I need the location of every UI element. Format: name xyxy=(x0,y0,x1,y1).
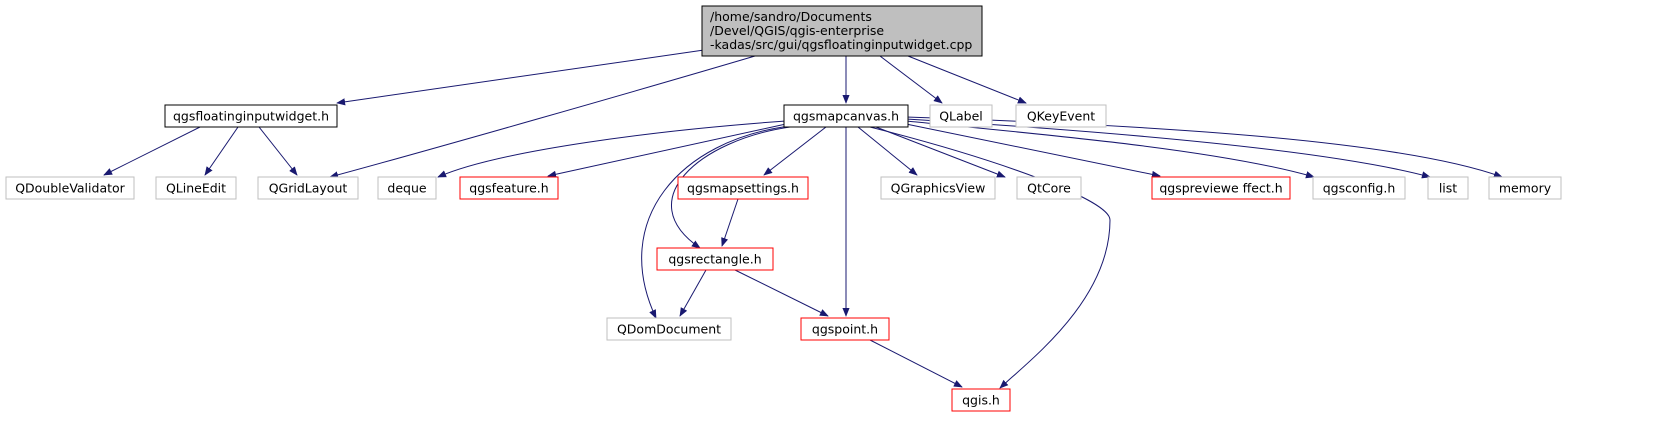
node-qgis-h[interactable]: qgis.h xyxy=(951,388,1011,412)
node-box xyxy=(257,176,359,200)
edge-qgsrectangle-h-to-qgspoint-h xyxy=(734,269,829,317)
edge-qgsmapsettings-h-to-qgsrectangle-h xyxy=(721,198,739,247)
edge-qgsmapcanvas-h-to-qtcore xyxy=(875,126,1006,178)
edge-root-to-qgridlayout xyxy=(329,55,756,179)
node-qgspreviewe-ffect-h[interactable]: qgspreviewe ffect.h xyxy=(1151,176,1291,200)
node-qgridlayout: QGridLayout xyxy=(257,176,359,200)
edge-qgsmapcanvas-h-to-qgspreviewe-ffect-h xyxy=(905,123,1161,178)
node-label: qgsconfig.h xyxy=(1323,181,1396,196)
node-label: qgis.h xyxy=(962,393,1000,408)
edge-qgsmapcanvas-h-to-qgsconfig-h xyxy=(905,120,1315,179)
node-box xyxy=(377,176,437,200)
edge-qgsmapcanvas-h-to-qgis-h xyxy=(869,126,1111,389)
node-label: QtCore xyxy=(1027,181,1071,196)
node-box xyxy=(606,317,732,341)
node-qgsrectangle-h[interactable]: qgsrectangle.h xyxy=(656,247,774,271)
edge-qgsfloatinginputwidget-h-to-qgridlayout xyxy=(258,126,298,176)
edge-qgsmapcanvas-h-to-qgraphicsview xyxy=(857,126,918,176)
node-box xyxy=(783,104,909,128)
node-label: QDoubleValidator xyxy=(15,181,125,196)
node-label: list xyxy=(1439,181,1457,196)
node-label: QGraphicsView xyxy=(891,181,986,196)
node-root-label-line: /Devel/QGIS/qgis-enterprise xyxy=(710,23,884,38)
node-box xyxy=(951,388,1011,412)
node-qgspoint-h[interactable]: qgspoint.h xyxy=(800,317,890,341)
edges-layer xyxy=(103,49,1503,389)
node-box xyxy=(155,176,237,200)
node-label: qgsmapsettings.h xyxy=(687,181,799,196)
node-qlineedit: QLineEdit xyxy=(155,176,237,200)
node-label: qgsfeature.h xyxy=(469,181,548,196)
node-box xyxy=(677,176,809,200)
node-root-label-line: -kadas/src/gui/qgsfloatinginputwidget.cp… xyxy=(710,37,972,52)
node-label: qgsmapcanvas.h xyxy=(793,109,899,124)
node-box xyxy=(1488,176,1562,200)
node-qgsfloatinginputwidget-h[interactable]: qgsfloatinginputwidget.h xyxy=(164,104,338,128)
node-label: qgspoint.h xyxy=(812,322,878,337)
node-box xyxy=(929,104,993,128)
node-root-box xyxy=(701,5,983,57)
node-box xyxy=(1016,176,1082,200)
node-qdoublevalidator: QDoubleValidator xyxy=(5,176,135,200)
edge-root-to-qgsfloatinginputwidget-h xyxy=(336,49,705,106)
node-box xyxy=(5,176,135,200)
node-label: QLineEdit xyxy=(166,181,226,196)
node-box xyxy=(800,317,890,341)
node-box xyxy=(880,176,996,200)
node-box xyxy=(1312,176,1406,200)
edge-qgspoint-h-to-qgis-h xyxy=(869,339,963,388)
node-label: QDomDocument xyxy=(617,322,721,337)
node-deque: deque xyxy=(377,176,437,200)
node-box xyxy=(1015,104,1107,128)
edge-qgsfloatinginputwidget-h-to-qlineedit xyxy=(204,126,239,176)
node-root-file: /home/sandro/Documents/Devel/QGIS/qgis-e… xyxy=(701,5,983,57)
node-box xyxy=(459,176,559,200)
node-label: memory xyxy=(1499,181,1552,196)
node-label: QGridLayout xyxy=(269,181,348,196)
node-label: deque xyxy=(387,181,426,196)
node-qgraphicsview: QGraphicsView xyxy=(880,176,996,200)
node-box xyxy=(1151,176,1291,200)
node-qtcore: QtCore xyxy=(1016,176,1082,200)
node-memory: memory xyxy=(1488,176,1562,200)
node-label: qgsfloatinginputwidget.h xyxy=(173,109,329,124)
node-box xyxy=(656,247,774,271)
nodes-layer: /home/sandro/Documents/Devel/QGIS/qgis-e… xyxy=(5,5,1562,412)
node-root-label-line: /home/sandro/Documents xyxy=(710,9,872,24)
edge-qgsfloatinginputwidget-h-to-qdoublevalidator xyxy=(103,126,201,176)
edge-qgsmapcanvas-h-to-qgsrectangle-h xyxy=(671,126,791,249)
node-label: QLabel xyxy=(939,109,983,124)
node-box xyxy=(164,104,338,128)
node-qgsfeature-h[interactable]: qgsfeature.h xyxy=(459,176,559,200)
edge-root-to-qkeyevent xyxy=(907,55,1027,104)
node-qgsmapsettings-h[interactable]: qgsmapsettings.h xyxy=(677,176,809,200)
edge-qgsmapcanvas-h-to-qgsmapsettings-h xyxy=(763,126,827,176)
node-qgsmapcanvas-h[interactable]: qgsmapcanvas.h xyxy=(783,104,909,128)
node-qlabel: QLabel xyxy=(929,104,993,128)
edge-qgsrectangle-h-to-qdomdocument xyxy=(679,269,707,317)
node-label: QKeyEvent xyxy=(1027,109,1095,124)
node-list: list xyxy=(1427,176,1469,200)
node-label: qgspreviewe ffect.h xyxy=(1159,181,1282,196)
node-box xyxy=(1427,176,1469,200)
node-qgsconfig-h: qgsconfig.h xyxy=(1312,176,1406,200)
node-label: qgsrectangle.h xyxy=(668,252,761,267)
node-qkeyevent: QKeyEvent xyxy=(1015,104,1107,128)
edge-qgsmapcanvas-h-to-list xyxy=(905,118,1431,179)
edge-root-to-qlabel xyxy=(879,55,943,104)
edge-qgsmapcanvas-h-to-memory xyxy=(905,116,1503,178)
edge-qgsmapcanvas-h-to-qgsfeature-h xyxy=(547,123,787,178)
node-qdomdocument: QDomDocument xyxy=(606,317,732,341)
edge-qgsmapcanvas-h-to-deque xyxy=(437,120,787,178)
edge-qgsmapcanvas-h-to-qdomdocument xyxy=(641,125,791,319)
